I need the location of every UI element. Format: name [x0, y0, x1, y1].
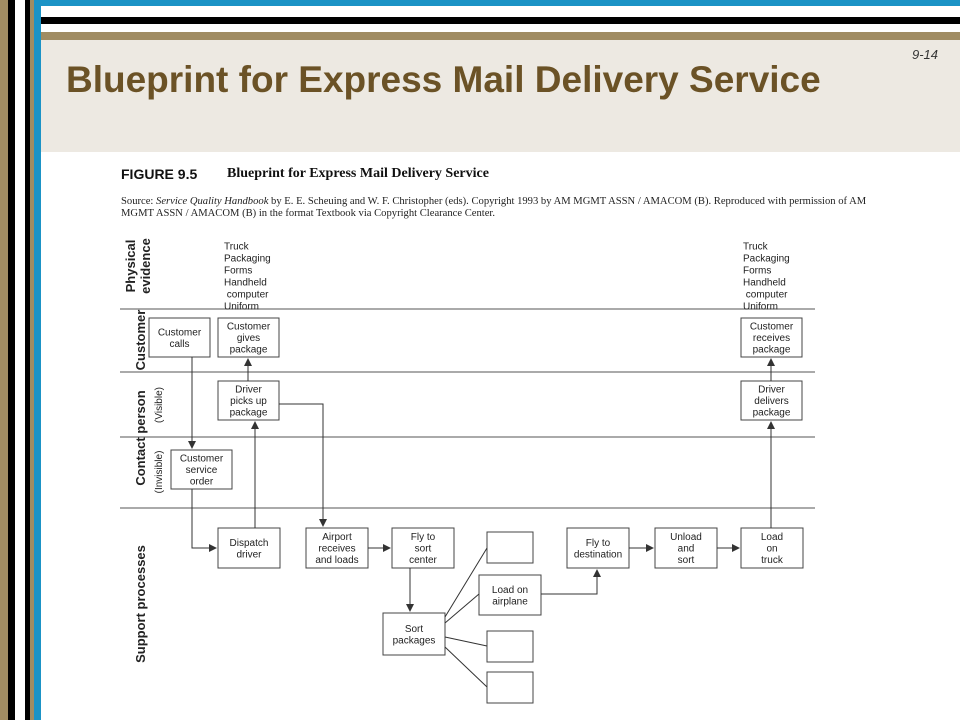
box-unload-sort: [654, 527, 718, 569]
figure-title: Blueprint for Express Mail Delivery Serv…: [227, 166, 489, 181]
box-load-airplane: [478, 574, 542, 616]
box-customer-receives: [740, 317, 803, 358]
left-blue-bar: [34, 0, 41, 720]
box-empty-2: [486, 630, 534, 663]
top-black-stripe: [0, 17, 960, 24]
box-sort-packages: [382, 612, 446, 656]
lane-physical-evidence: Physicalevidence: [123, 238, 153, 294]
box-fly-destination: [566, 527, 630, 569]
top-tan-stripe: [0, 32, 960, 40]
arrow-driver-to-airport: [279, 403, 327, 527]
top-blue-stripe: [0, 0, 960, 6]
box-driver-delivers: [740, 380, 803, 421]
figure-source: Source: Service Quality Handbook by E. E…: [121, 196, 881, 220]
left-white-gap: [15, 0, 25, 720]
arrow-order-to-dispatch: [191, 489, 217, 552]
lane-contact-person: Contact person: [133, 390, 148, 485]
lane-invisible: (Invisible): [154, 451, 165, 494]
source-rest: by E. E. Scheuing and W. F. Christopher …: [121, 196, 867, 219]
lane-support-processes: Support processes: [133, 545, 148, 663]
lane-customer: Customer: [133, 310, 148, 371]
arrow-airplane-to-destination: [541, 569, 601, 595]
line-sort-to-empty3: [444, 646, 488, 688]
lane-visible: (Visible): [154, 387, 165, 423]
box-fly-sort: [391, 527, 455, 569]
left-black-bar: [8, 0, 15, 720]
box-airport: [305, 527, 369, 569]
left-black-bar-2: [25, 0, 30, 720]
title-band: [0, 38, 960, 152]
box-service-order: [170, 449, 233, 490]
box-driver-picks-up: [217, 380, 280, 421]
slide-title: Blueprint for Express Mail Delivery Serv…: [66, 59, 821, 100]
box-load-truck: [740, 527, 804, 569]
source-book: Service Quality Handbook: [156, 196, 269, 207]
left-tan-bar-2: [30, 0, 34, 720]
box-empty-3: [486, 671, 534, 704]
line-sort-to-airplane: [444, 593, 480, 624]
line-sort-to-empty2: [444, 636, 488, 647]
box-customer-calls: [148, 317, 211, 358]
source-prefix: Source:: [121, 196, 157, 207]
box-dispatch-driver: [217, 527, 281, 569]
left-tan-bar: [0, 0, 8, 720]
figure-label: FIGURE 9.5: [121, 166, 198, 182]
line-sort-to-empty1: [444, 547, 488, 618]
box-customer-gives: [217, 317, 280, 358]
box-empty-1: [486, 531, 534, 564]
page-number: 9-14: [911, 47, 938, 62]
